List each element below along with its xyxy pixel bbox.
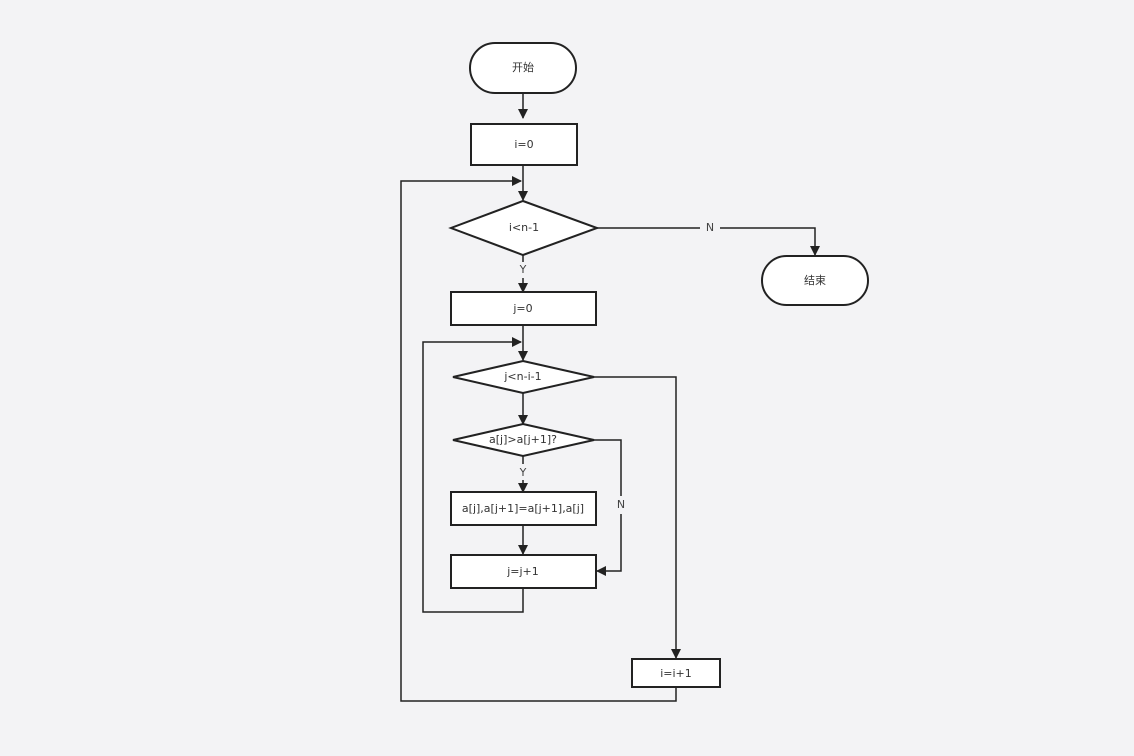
node-end[interactable]: 结束 — [761, 255, 869, 306]
node-inc-i-label: i=i+1 — [660, 667, 692, 680]
node-inc-j-label: j=j+1 — [506, 565, 539, 578]
node-init-j-label: j=0 — [512, 302, 532, 315]
label-outer-yes: Y — [519, 263, 527, 276]
node-cond-outer-label: i<n-1 — [509, 221, 539, 234]
node-inc-j[interactable]: j=j+1 — [450, 554, 597, 589]
node-cond-compare[interactable]: a[j]>a[j+1]? — [452, 422, 595, 458]
label-compare-yes: Y — [519, 466, 527, 479]
edge-outer-no-to-end — [597, 227, 815, 255]
edges — [400, 93, 815, 702]
node-init-j[interactable]: j=0 — [450, 291, 597, 326]
edge-inc-i-loop-back — [400, 176, 677, 702]
node-swap[interactable]: a[j],a[j+1]=a[j+1],a[j] — [450, 491, 597, 526]
edge-inner-no-to-inc-i — [594, 376, 681, 659]
node-start-label: 开始 — [512, 60, 534, 74]
node-cond-outer[interactable]: i<n-1 — [448, 199, 600, 257]
node-init-i-label: i=0 — [514, 138, 533, 151]
node-init-i[interactable]: i=0 — [470, 123, 578, 166]
label-outer-no: N — [706, 221, 714, 234]
node-cond-inner-label: j<n-i-1 — [503, 370, 541, 383]
label-compare-no: N — [617, 498, 625, 511]
node-end-label: 结束 — [804, 274, 826, 287]
edge-compare-no-to-inc-j — [594, 439, 622, 571]
edge-inc-j-loop-back — [422, 337, 524, 613]
node-cond-compare-label: a[j]>a[j+1]? — [489, 433, 557, 446]
node-swap-label: a[j],a[j+1]=a[j+1],a[j] — [462, 502, 584, 515]
node-inc-i[interactable]: i=i+1 — [631, 658, 721, 688]
node-start[interactable]: 开始 — [469, 42, 577, 94]
node-cond-inner[interactable]: j<n-i-1 — [452, 359, 595, 395]
